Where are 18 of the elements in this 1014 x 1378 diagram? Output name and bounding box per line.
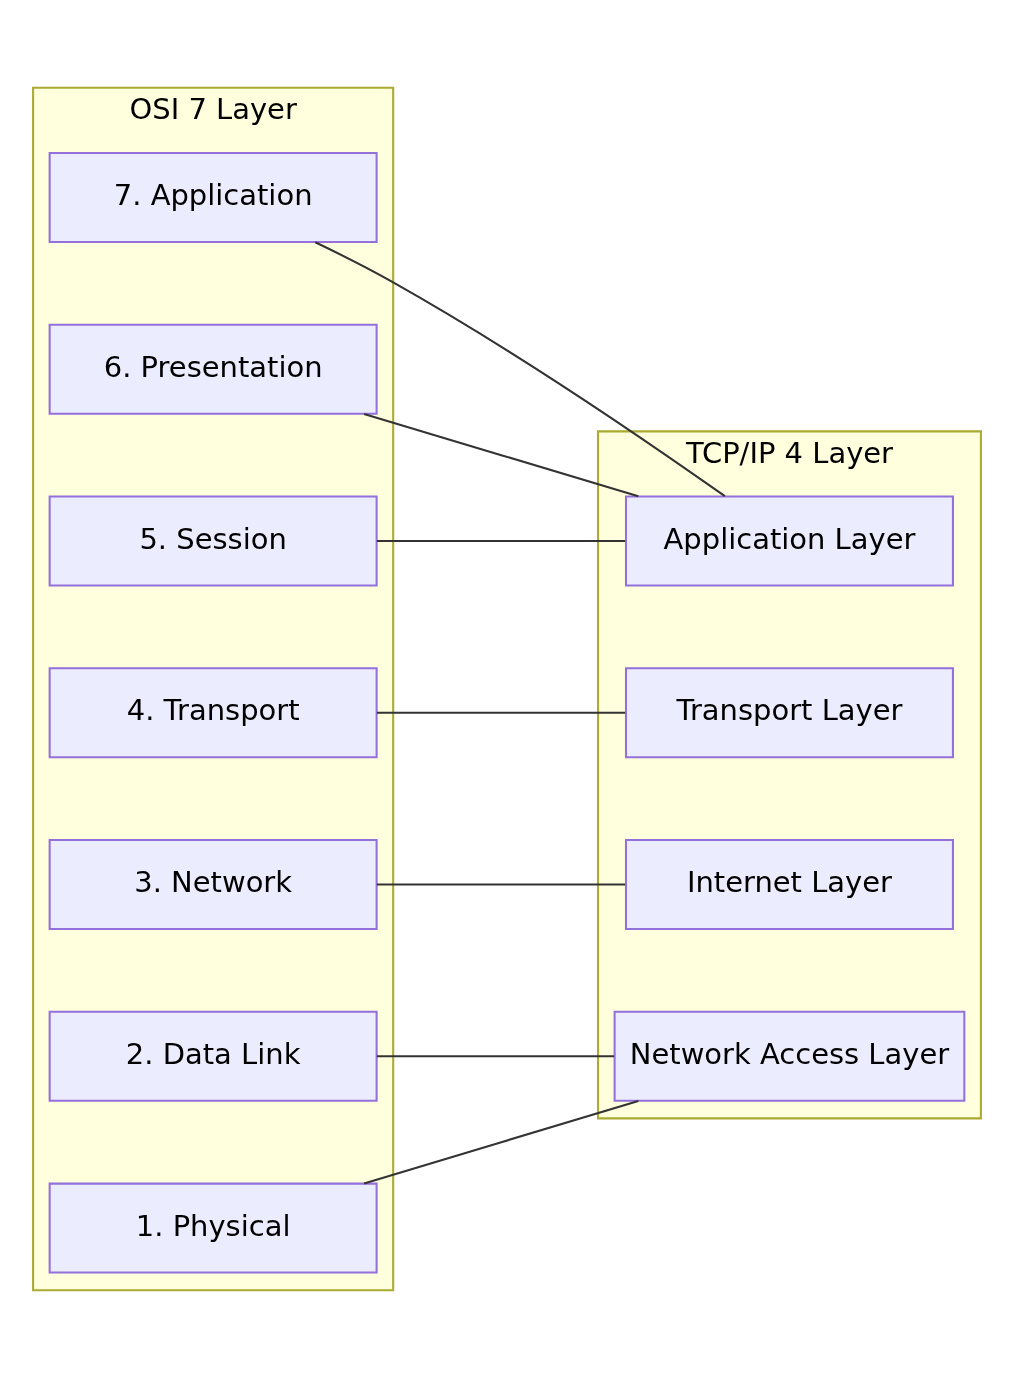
node-box: 3. Network — [48, 839, 378, 931]
node-box: Transport Layer — [624, 667, 954, 759]
node-box: 6. Presentation — [48, 323, 378, 415]
connector — [376, 883, 626, 886]
node-box: Internet Layer — [624, 839, 954, 931]
node-box: 7. Application — [48, 152, 378, 244]
connector — [314, 241, 726, 498]
node-box: 5. Session — [48, 495, 378, 587]
node-box: 2. Data Link — [48, 1010, 378, 1102]
node-box: Application Layer — [624, 495, 954, 587]
node-box: Network Access Layer — [613, 1010, 966, 1102]
connector — [376, 711, 626, 714]
connector — [363, 412, 639, 498]
node-box: 4. Transport — [48, 667, 378, 759]
node-box: 1. Physical — [48, 1182, 378, 1274]
connector — [376, 540, 626, 543]
connector — [376, 1055, 615, 1058]
connector — [363, 1100, 639, 1185]
